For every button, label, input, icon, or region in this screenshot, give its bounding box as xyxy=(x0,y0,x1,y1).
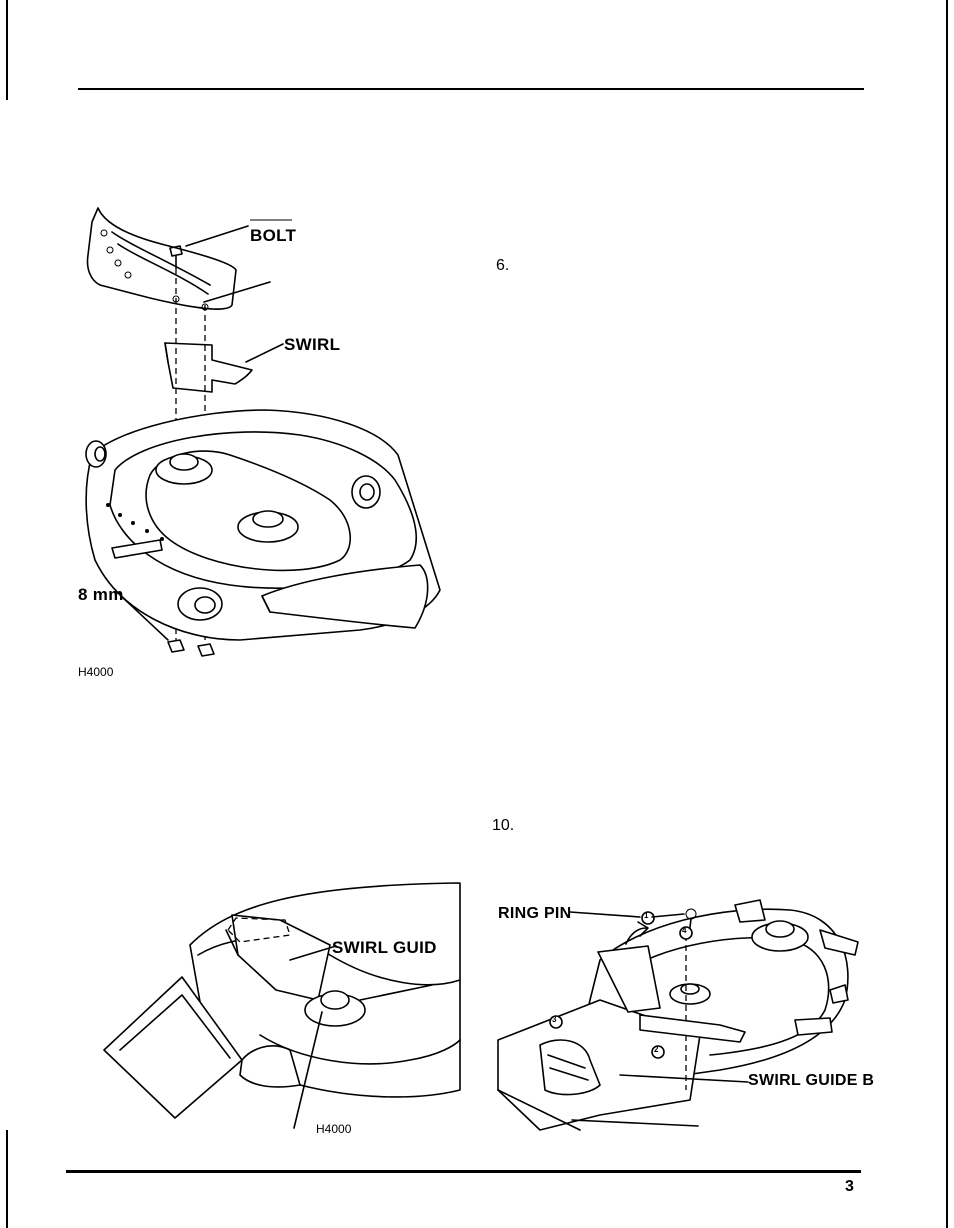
step-number-10: 10. xyxy=(492,817,515,834)
callout-2: 2 xyxy=(654,1045,659,1054)
callout-1: 1 xyxy=(644,911,649,920)
bolt-label: BOLT xyxy=(250,226,297,245)
footer-rule xyxy=(66,1170,861,1173)
page-number: 3 xyxy=(845,1178,855,1195)
callout-4: 4 xyxy=(682,926,687,935)
ring-pin-label: RING PIN xyxy=(498,905,572,922)
swirl-label: SWIRL xyxy=(284,335,341,354)
right-edge-mark xyxy=(946,0,948,1228)
figure-2-code: H4000 xyxy=(316,1122,352,1136)
left-edge-mark-bottom xyxy=(6,1130,8,1228)
callout-3: 3 xyxy=(552,1015,557,1024)
header-rule xyxy=(78,88,864,90)
nut-size-label: 8 mm xyxy=(78,585,124,604)
swirl-guide-label: SWIRL GUID xyxy=(332,938,437,957)
swirl-guide-b-label: SWIRL GUIDE B xyxy=(748,1072,875,1089)
left-edge-mark-top xyxy=(6,0,8,100)
step-number-6: 6. xyxy=(496,257,510,274)
figure-1-code: H4000 xyxy=(78,665,114,679)
